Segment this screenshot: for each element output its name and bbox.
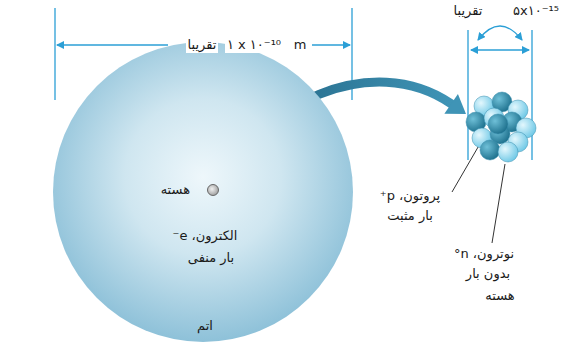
charge-label: بار مثبت xyxy=(387,208,433,224)
extension-line xyxy=(531,30,532,160)
extension-line xyxy=(54,8,55,100)
nucleus-illustration xyxy=(462,88,538,168)
dimension-value: ۱ x ۱۰⁻¹⁰ xyxy=(225,37,283,53)
unit-text: m xyxy=(292,37,309,53)
electron-label: الکترون، e⁻ xyxy=(173,228,238,244)
charge-label: بدون بار xyxy=(466,266,510,282)
dimension-value: ۵x۱۰⁻¹⁵ xyxy=(511,3,561,19)
leader-line xyxy=(452,142,481,192)
neutron-ball xyxy=(498,142,518,162)
atom-label: اتم xyxy=(197,318,213,334)
curved-arrow xyxy=(478,26,522,40)
dimension-text: تقریبا xyxy=(186,37,219,53)
nucleus-cluster: هسته xyxy=(462,88,538,168)
extension-line xyxy=(467,30,468,160)
charge-label: بار منفی xyxy=(188,250,234,266)
proton-label: پروتون، p⁺ xyxy=(380,188,440,204)
nucleus-dot: هسته xyxy=(207,184,219,196)
dimension-arrow xyxy=(471,49,529,50)
neutron-label: نوترون، n° xyxy=(454,246,514,262)
leader-line xyxy=(492,164,505,243)
proton-ball xyxy=(480,140,500,160)
atom-sphere: الکترون، e⁻ بار منفی اتم هسته xyxy=(53,42,353,342)
dimension-arrow xyxy=(312,44,350,45)
dimension-arrow xyxy=(57,44,168,45)
nucleus-label: هسته xyxy=(161,182,190,198)
dimension-text: تقریبا xyxy=(452,3,485,19)
proton-ball xyxy=(488,114,508,134)
nucleus-label: هسته xyxy=(485,288,514,304)
